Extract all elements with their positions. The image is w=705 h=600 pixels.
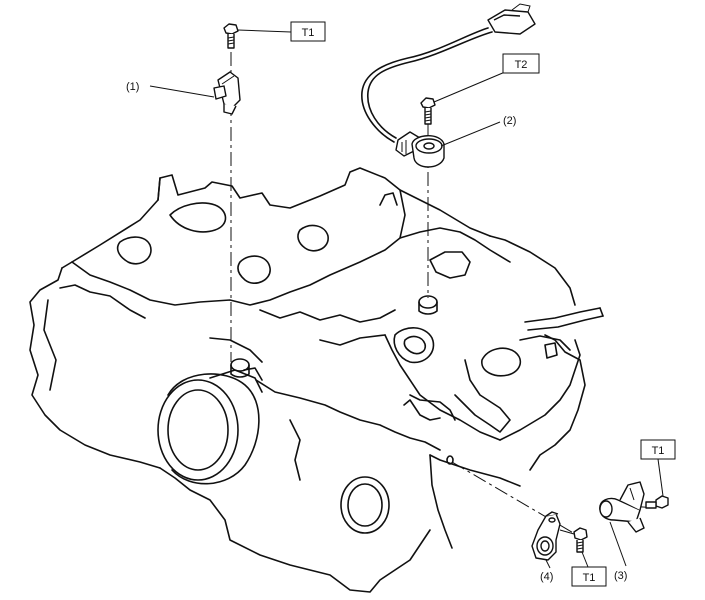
- mount-boss-left: [230, 358, 250, 378]
- sensor-part-1: [213, 71, 241, 115]
- bolt-top-left: [223, 23, 239, 49]
- leader-t2: [433, 71, 506, 103]
- torque-box-t1-top: T1: [290, 21, 326, 42]
- cam-sprocket-cover: [340, 476, 390, 534]
- knock-sensor-part-2: [395, 131, 445, 168]
- leader-t1-top: [237, 29, 292, 33]
- svg-text:T1: T1: [583, 572, 596, 584]
- engine-block: [29, 167, 604, 593]
- callout-2: (2): [503, 115, 516, 127]
- leader-3: [609, 521, 627, 567]
- leader-t1-right: [657, 458, 664, 497]
- leader-1: [149, 85, 215, 98]
- torque-box-t1-right: T1: [640, 439, 676, 460]
- callout-1: (1): [126, 81, 139, 93]
- harness-connector: [487, 3, 536, 35]
- bolt-bottom: [573, 527, 588, 553]
- leader-4: [545, 559, 551, 569]
- crank-sensor-part-3: [599, 481, 645, 533]
- sensor-hole: [446, 455, 454, 465]
- assembly-line-3: [451, 461, 583, 539]
- torque-box-t1-bottom: T1: [571, 566, 607, 587]
- mount-boss-right: [418, 295, 438, 315]
- sensor-harness-wire: [367, 31, 493, 139]
- sensor-part-4: [531, 511, 561, 561]
- svg-text:T2: T2: [515, 59, 528, 71]
- leader-2: [440, 121, 501, 147]
- crank-pulley: [157, 367, 263, 485]
- leader-t1-bottom: [581, 551, 589, 568]
- svg-text:T1: T1: [652, 445, 665, 457]
- torque-box-t2: T2: [502, 53, 540, 74]
- svg-text:T1: T1: [302, 27, 315, 39]
- bolt-right: [645, 495, 669, 509]
- callout-4: (4): [540, 571, 553, 583]
- callout-3: (3): [614, 570, 627, 582]
- bolt-t2: [420, 97, 436, 125]
